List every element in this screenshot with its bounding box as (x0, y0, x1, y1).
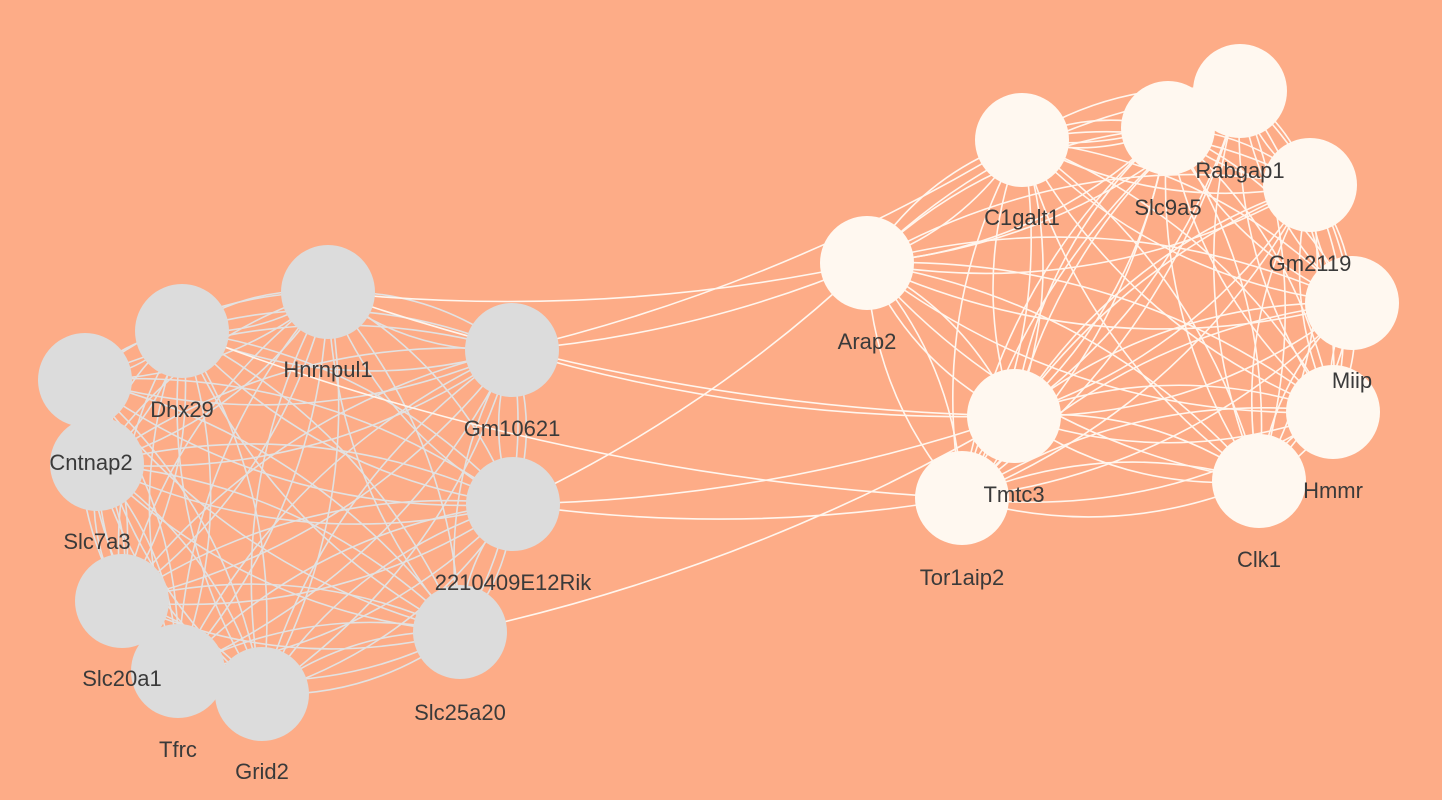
node-label-slc20a1: Slc20a1 (82, 666, 162, 691)
edge (1013, 184, 1311, 417)
edge (177, 291, 329, 672)
node-label-cntnap2: Cntnap2 (49, 450, 132, 475)
node-label-tor1aip2: Tor1aip2 (920, 565, 1004, 590)
edge (1021, 139, 1260, 482)
node-label-slc25a20: Slc25a20 (414, 700, 506, 725)
bridge-edge (181, 330, 963, 499)
edge (866, 262, 1260, 482)
node-gm2119[interactable] (1263, 138, 1357, 232)
edge (961, 184, 1311, 499)
edge (181, 330, 514, 505)
edge (952, 139, 1023, 499)
node-slc9a5[interactable] (1121, 81, 1215, 175)
node-label-arap2: Arap2 (838, 329, 897, 354)
node-tfrc[interactable] (131, 624, 225, 718)
bridge-edge (511, 139, 1023, 351)
edge (1212, 90, 1260, 482)
edge (96, 347, 513, 465)
node-cntnap2[interactable] (38, 333, 132, 427)
edge (84, 377, 514, 505)
node-label-miip: Miip (1332, 368, 1372, 393)
node-tmtc3[interactable] (967, 369, 1061, 463)
node-rabgap1[interactable] (1193, 44, 1287, 138)
edge (866, 236, 1353, 304)
node-2210409e12rik[interactable] (466, 457, 560, 551)
node-hmmr[interactable] (1286, 365, 1380, 459)
node-label-slc7a3: Slc7a3 (63, 529, 130, 554)
edge (176, 330, 263, 695)
edge (121, 291, 329, 602)
edge (961, 407, 1334, 499)
bridge-edge (511, 349, 1015, 418)
edge (1021, 139, 1353, 304)
edge (1013, 302, 1353, 417)
bridge-edge (327, 291, 1015, 417)
node-grid2[interactable] (215, 647, 309, 741)
edge (961, 302, 1353, 499)
edge (84, 349, 513, 406)
edge (250, 291, 329, 695)
edge (1167, 127, 1263, 482)
node-dhx29[interactable] (135, 284, 229, 378)
edge (84, 379, 263, 695)
node-gm10621[interactable] (465, 303, 559, 397)
node-arap2[interactable] (820, 216, 914, 310)
node-label-gm2119: Gm2119 (1269, 251, 1352, 276)
edge (181, 330, 268, 695)
edge (866, 262, 1334, 414)
node-label-hmmr: Hmmr (1303, 478, 1363, 503)
edge (84, 379, 461, 633)
edge (177, 349, 513, 672)
bridge-edge (512, 497, 963, 520)
node-slc25a20[interactable] (413, 585, 507, 679)
node-label-gm10621: Gm10621 (464, 416, 561, 441)
edge (96, 349, 513, 467)
node-label-tfrc: Tfrc (159, 737, 197, 762)
node-layer (38, 44, 1399, 741)
edge (181, 330, 514, 505)
node-label-grid2: Grid2 (235, 759, 289, 784)
edge (96, 463, 514, 525)
bridge-edge (512, 262, 868, 505)
edge (121, 291, 329, 602)
node-hnrnpul1[interactable] (281, 245, 375, 339)
node-label-dhx29: Dhx29 (150, 397, 214, 422)
edge (96, 463, 461, 633)
edge (121, 499, 514, 602)
node-label-tmtc3: Tmtc3 (983, 482, 1044, 507)
node-miip[interactable] (1305, 256, 1399, 350)
edge (84, 379, 514, 507)
edge (177, 349, 513, 672)
bridge-edge (327, 262, 868, 303)
edge (84, 324, 513, 381)
edge (177, 291, 329, 672)
edge (1013, 184, 1311, 417)
node-c1galt1[interactable] (975, 93, 1069, 187)
bridge-edge (511, 262, 868, 351)
node-label-hnrnpul1: Hnrnpul1 (283, 357, 372, 382)
edge (866, 184, 1311, 275)
node-slc7a3[interactable] (50, 417, 144, 511)
edge (1013, 90, 1241, 417)
node-label-c1galt1: C1galt1 (984, 205, 1060, 230)
node-label-2210409e12rik: 2210409E12Rik (435, 570, 593, 595)
edge (261, 349, 513, 695)
node-clk1[interactable] (1212, 434, 1306, 528)
node-label-clk1: Clk1 (1237, 547, 1281, 572)
edge (121, 349, 513, 602)
node-slc20a1[interactable] (75, 554, 169, 648)
node-tor1aip2[interactable] (915, 451, 1009, 545)
edge (866, 173, 1311, 264)
edge (181, 330, 461, 633)
edge (1239, 90, 1287, 482)
node-label-rabgap1: Rabgap1 (1195, 158, 1284, 183)
edge (121, 503, 514, 606)
node-label-slc9a5: Slc9a5 (1134, 195, 1201, 220)
edge (961, 411, 1334, 503)
